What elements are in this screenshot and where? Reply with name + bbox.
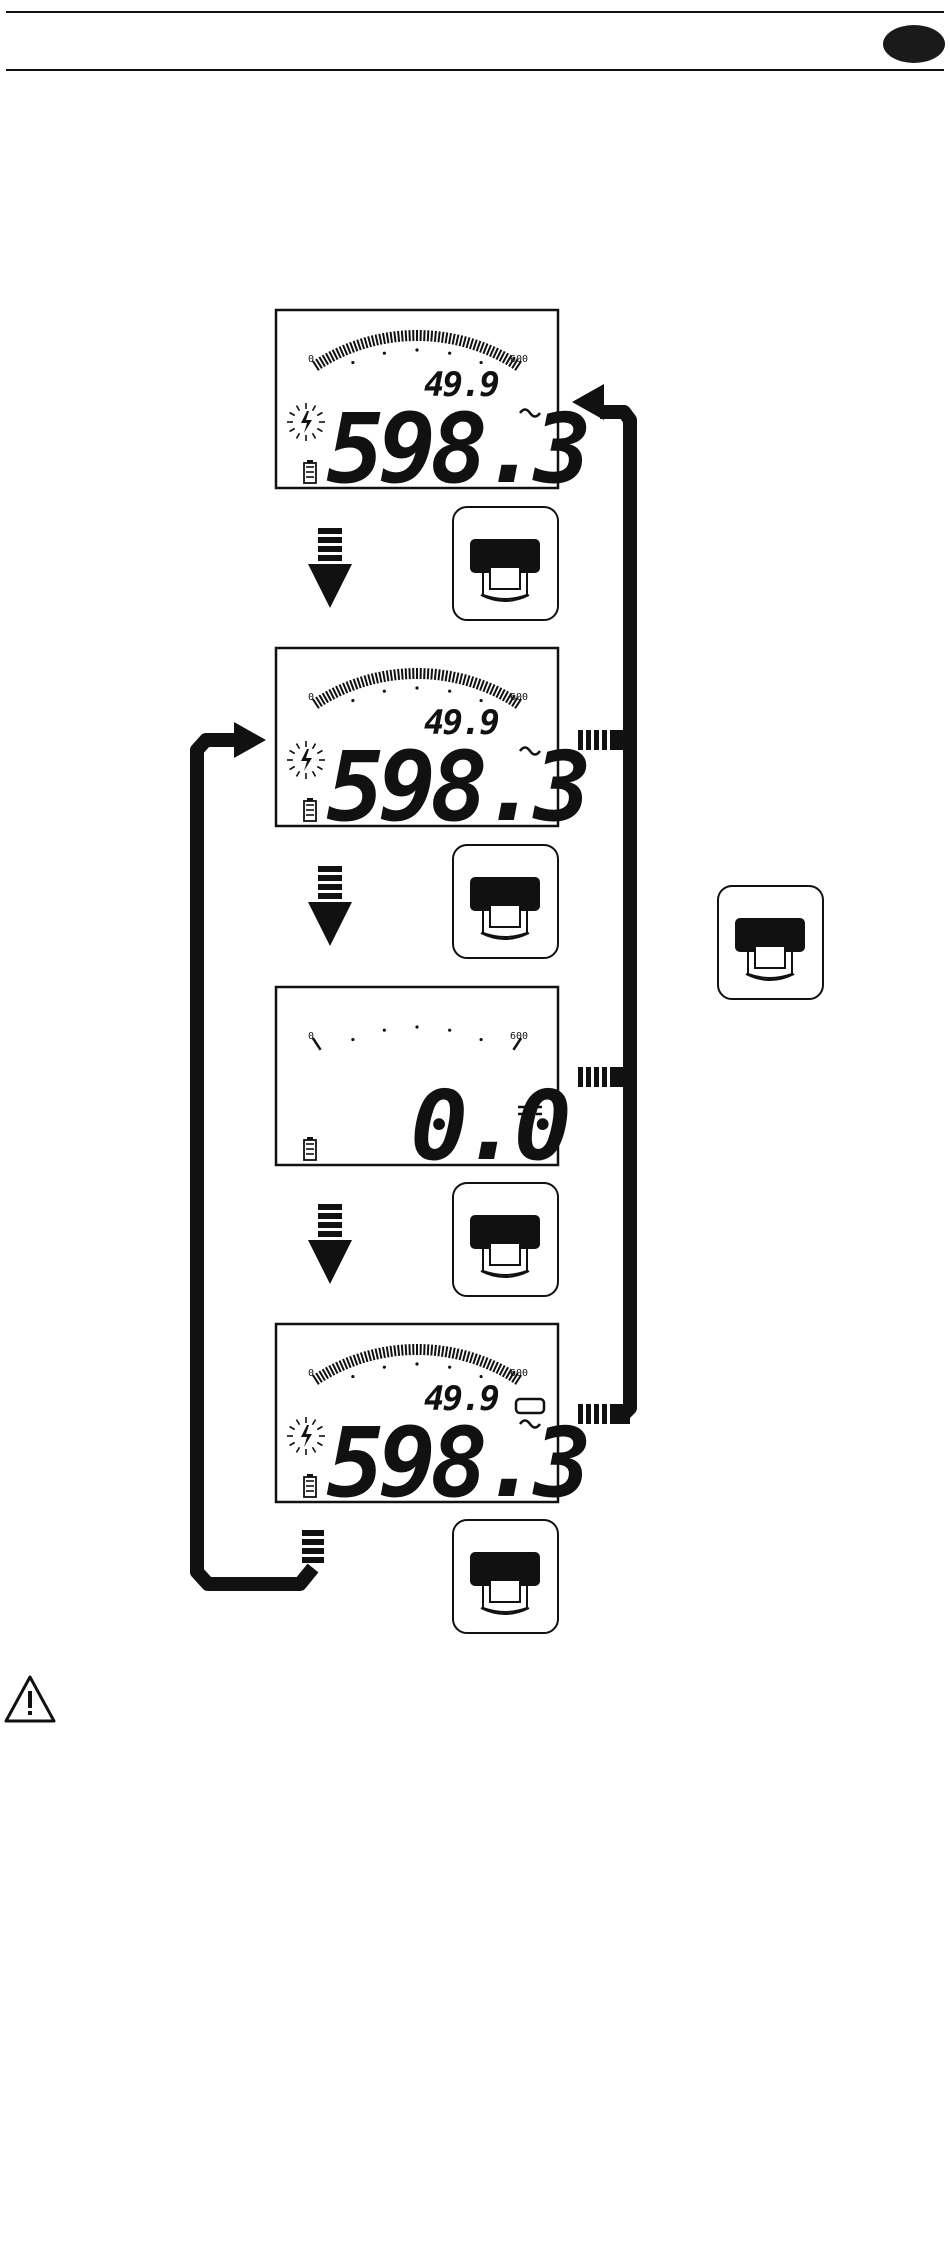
- short-press-arrow-icon: [308, 1204, 352, 1284]
- long-press-return-loop: [572, 384, 630, 1424]
- main-reading: 598.3: [327, 393, 587, 505]
- scale-max-label: 600: [510, 1031, 528, 1042]
- scale-min-label: 0: [308, 1031, 314, 1042]
- push-button-icon: [718, 886, 823, 999]
- push-button-icon: [453, 1183, 558, 1296]
- long-press-dashed-icon: [578, 730, 630, 750]
- push-button-icon: [453, 507, 558, 620]
- scale-max-label: 600: [510, 354, 528, 365]
- scale-max-label: 600: [510, 1368, 528, 1379]
- main-reading: 598.3: [327, 1407, 587, 1519]
- push-button-icon: [453, 845, 558, 958]
- push-button-icon: [453, 1520, 558, 1633]
- short-press-arrow-icon: [308, 866, 352, 946]
- main-reading: 598.3: [327, 731, 587, 843]
- loop-arrowhead-icon: [234, 722, 266, 758]
- scale-min-label: 0: [308, 692, 314, 703]
- long-press-dashed-icon: [578, 1404, 630, 1424]
- language-badge-icon: [883, 25, 945, 63]
- screen-3: 0 600 0.0: [276, 987, 568, 1182]
- scale-max-label: 600: [510, 692, 528, 703]
- scale-min-label: 0: [308, 354, 314, 365]
- warning-icon: [6, 1677, 54, 1721]
- main-reading: 0.0: [410, 1070, 568, 1182]
- scale-min-label: 0: [308, 1368, 314, 1379]
- short-press-arrow-icon: [308, 528, 352, 608]
- long-press-dashed-icon: [578, 1067, 630, 1087]
- long-press-dashed-icon: [302, 1530, 324, 1563]
